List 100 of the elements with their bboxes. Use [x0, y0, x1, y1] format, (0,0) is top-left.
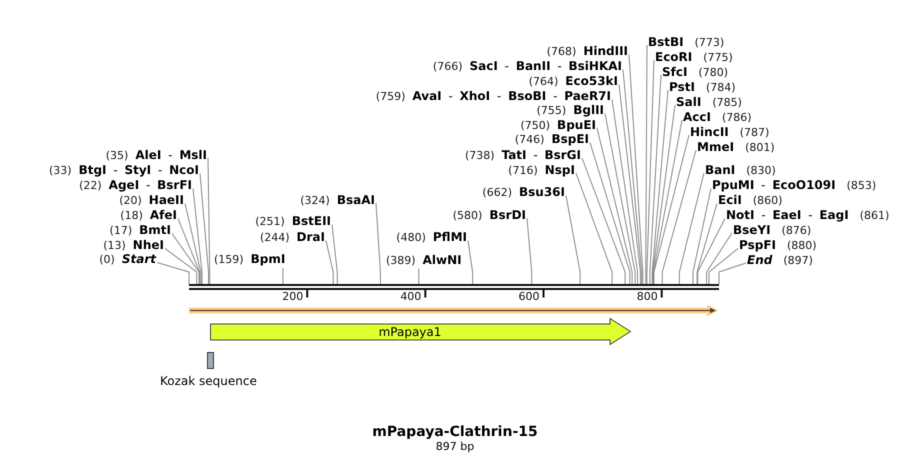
leader-line	[654, 134, 690, 284]
leader-line	[468, 240, 474, 284]
enzyme-label: NheI	[132, 238, 164, 253]
leader-line	[718, 262, 746, 284]
enzyme-label: BpmI	[250, 252, 286, 267]
enzyme-label: AccI	[683, 110, 711, 124]
position-label: (759)	[376, 89, 406, 104]
position-label: (17)	[110, 223, 132, 238]
position-label: (20)	[119, 193, 142, 208]
position-label: (159)	[214, 252, 244, 267]
position-label: (716)	[508, 162, 538, 178]
leader-line	[526, 218, 532, 284]
enzyme-label: BspEI	[551, 132, 589, 147]
position-label: (35)	[106, 148, 128, 162]
feature-label: mPapaya1	[378, 324, 442, 340]
leader-line	[172, 233, 200, 284]
position-label: (876)	[782, 222, 812, 238]
leader-line	[326, 240, 334, 284]
position-label: (861)	[860, 208, 890, 223]
enzyme-label: BtgI - StyI - NcoI	[78, 163, 199, 178]
enzyme-label: PpuMI - EcoO109I	[712, 178, 836, 193]
position-label: (750)	[520, 118, 550, 132]
leader-line	[332, 224, 338, 284]
diagram-caption: 897 bp	[436, 440, 474, 454]
leader-line	[156, 262, 190, 284]
position-label: (784)	[706, 80, 736, 94]
leader-line	[692, 188, 712, 284]
sequence-end-label: End	[747, 252, 772, 268]
enzyme-label: Eco53kI	[565, 74, 618, 89]
enzyme-label: HindIII	[583, 44, 628, 59]
enzyme-label: BseYI	[733, 222, 771, 238]
leader-line	[208, 158, 210, 284]
position-label: (801)	[745, 140, 775, 154]
position-label: (880)	[786, 238, 817, 253]
leader-line	[576, 172, 613, 284]
leader-line	[604, 113, 636, 284]
position-label: (0)	[99, 252, 115, 267]
position-label: (662)	[482, 185, 512, 200]
enzyme-label: EciI	[718, 193, 742, 208]
enzyme-label: BsaAI	[336, 192, 375, 208]
position-label: (897)	[783, 252, 813, 268]
position-label: (13)	[103, 238, 126, 253]
sequence-end-label: Start	[122, 252, 156, 267]
leader-line	[282, 268, 284, 284]
leader-line	[582, 158, 626, 284]
position-label: (244)	[260, 230, 290, 245]
leader-line	[178, 218, 200, 284]
enzyme-label: TatI - BsrGI	[502, 148, 581, 162]
leader-line	[628, 54, 644, 284]
enzyme-label: HincII	[690, 124, 729, 140]
enzyme-label: Bsu36I	[519, 185, 565, 200]
position-label: (786)	[722, 110, 752, 124]
leader-line	[376, 202, 381, 284]
leader-line	[184, 203, 202, 284]
enzyme-label: SfcI	[662, 64, 688, 80]
enzyme-label: EcoRI	[655, 50, 692, 64]
leader-line	[652, 104, 676, 284]
enzyme-label: BmtI	[139, 223, 171, 238]
enzyme-label: HaeII	[148, 193, 184, 208]
enzyme-label: DraI	[296, 230, 325, 245]
feature-band	[189, 304, 719, 317]
leader-line	[566, 195, 581, 284]
leader-line	[618, 84, 641, 284]
position-label: (766)	[432, 59, 463, 74]
position-label: (324)	[300, 192, 330, 208]
enzyme-label: MmeI	[697, 140, 734, 154]
leader-line	[652, 90, 668, 284]
position-label: (764)	[528, 74, 558, 89]
enzyme-label: BstEII	[292, 214, 331, 229]
position-label: (746)	[514, 132, 544, 147]
position-label: (773)	[694, 34, 724, 50]
position-label: (251)	[255, 214, 285, 229]
leader-line	[164, 248, 198, 284]
scale-label: 200	[282, 290, 304, 304]
position-label: (860)	[752, 193, 782, 208]
dna-backbone	[189, 284, 719, 290]
position-label: (755)	[536, 103, 566, 118]
enzyme-label: AfeI	[150, 208, 177, 223]
enzyme-label: AvaI - XhoI - BsoBI - PaeR7I	[412, 89, 611, 104]
leader-line	[706, 232, 732, 284]
enzyme-label: NspI	[544, 162, 575, 178]
enzyme-label: AleI - MslI	[135, 148, 207, 162]
enzyme-label: AlwNI	[422, 252, 462, 268]
enzyme-label: BanI	[705, 162, 736, 178]
leader-line	[596, 128, 633, 284]
leader-line	[652, 120, 682, 284]
leader-line	[418, 268, 420, 284]
scale-label: 400	[400, 290, 422, 304]
leader-line	[697, 218, 726, 284]
leader-line	[678, 172, 704, 284]
leader-line	[696, 203, 718, 284]
enzyme-label: PstI	[669, 80, 695, 94]
scale-label: 600	[518, 290, 540, 304]
leader-line	[590, 142, 630, 284]
enzyme-label: BpuEI	[557, 118, 596, 132]
feature-label: Kozak sequence	[160, 373, 257, 389]
leader-line	[708, 248, 738, 284]
enzyme-label: PflMI	[432, 230, 467, 245]
position-label: (787)	[740, 124, 770, 140]
leader-line	[662, 150, 696, 284]
